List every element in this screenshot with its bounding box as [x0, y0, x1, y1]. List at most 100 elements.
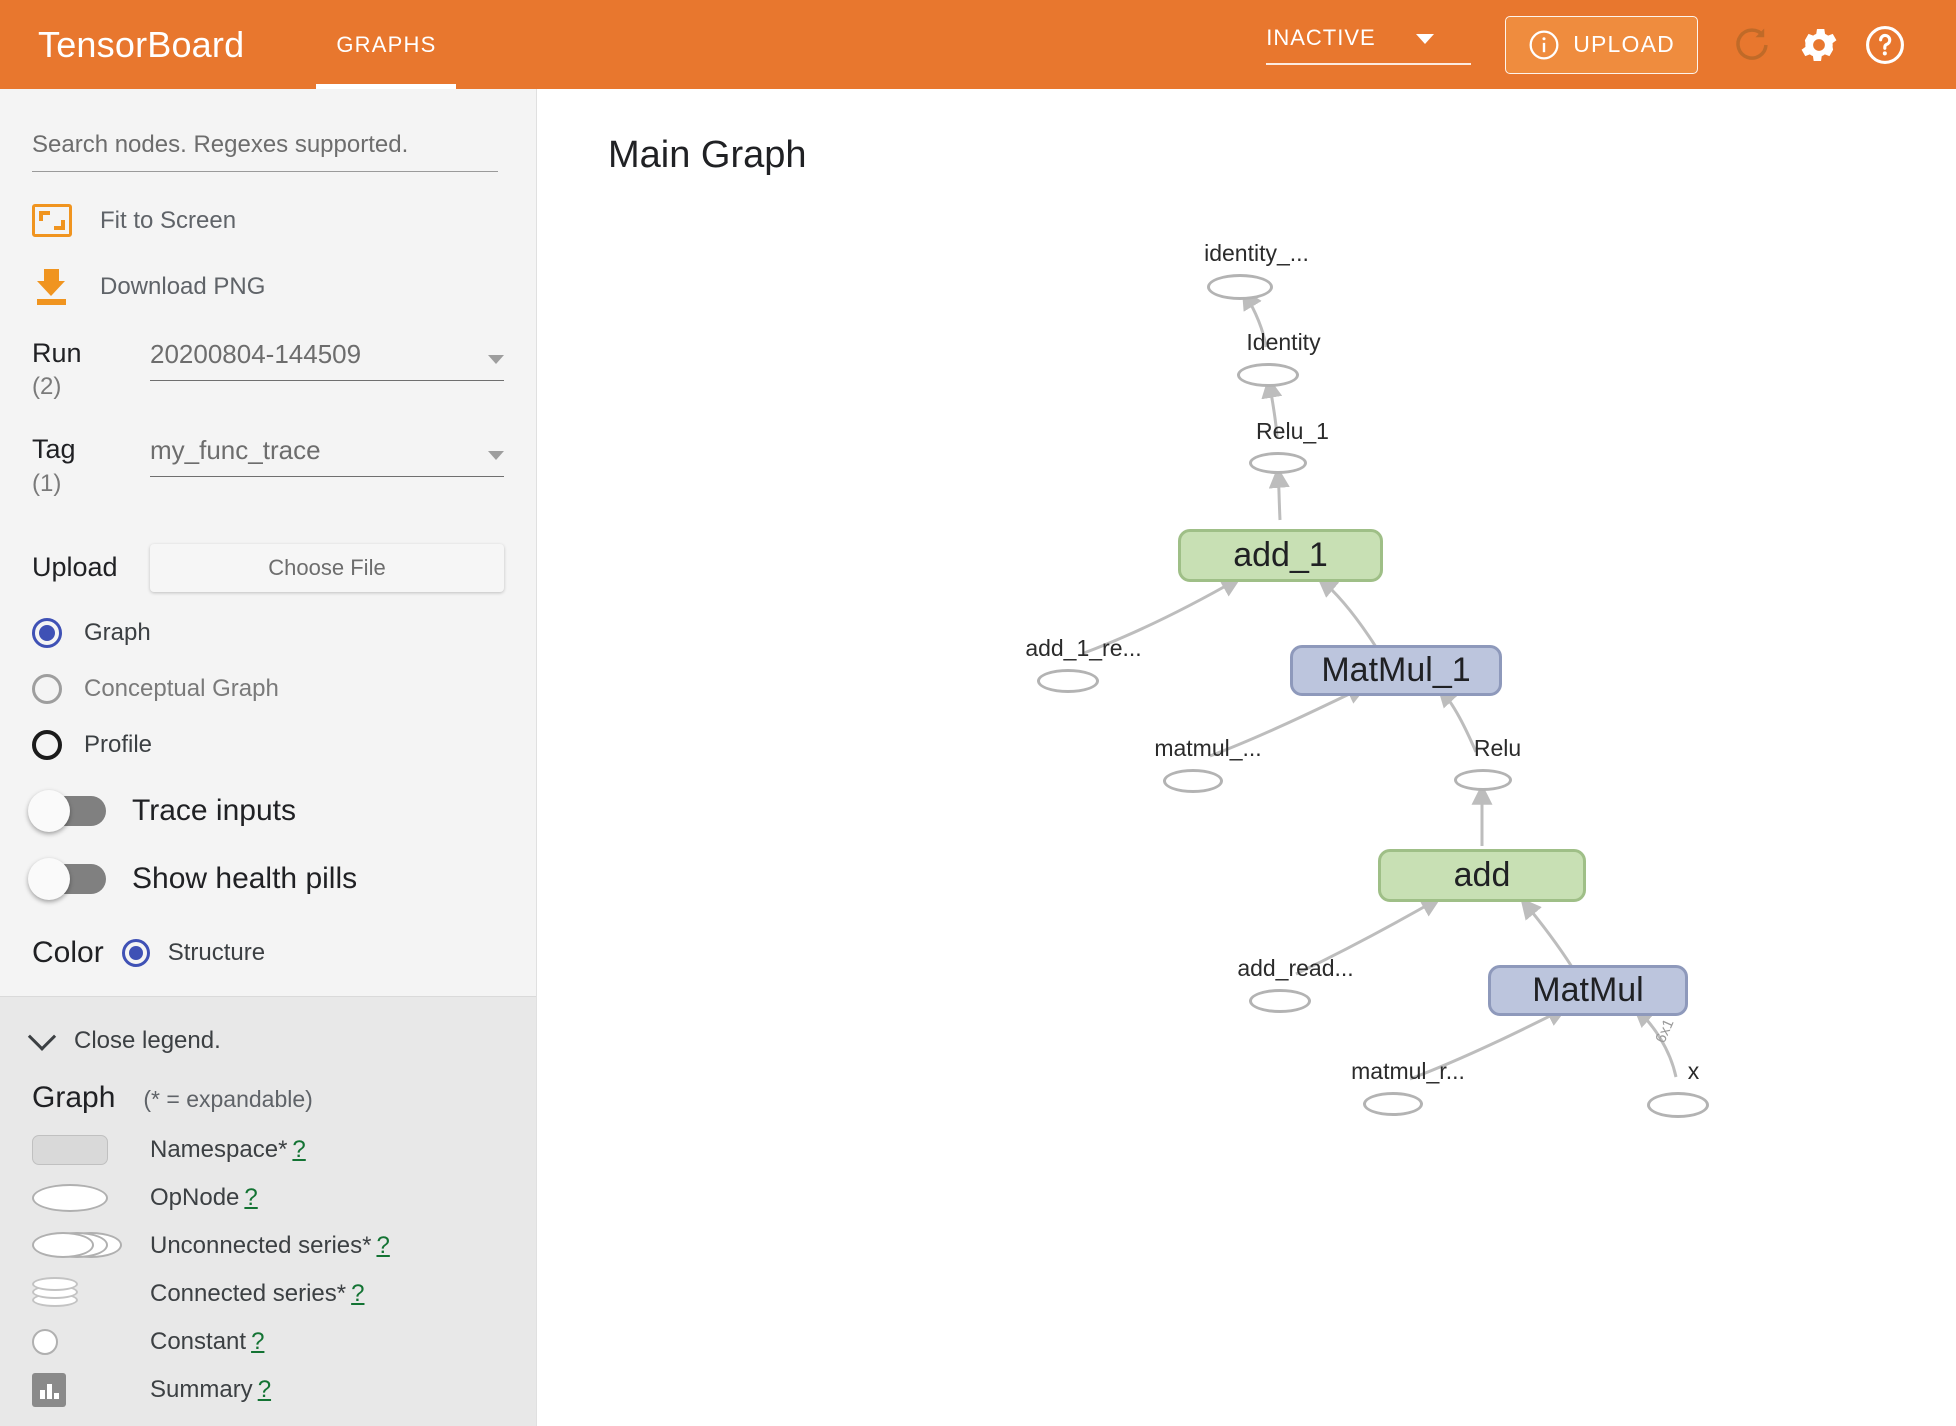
radio-conceptual-graph[interactable]: Conceptual Graph [32, 673, 504, 704]
app-header: TensorBoard GRAPHS INACTIVE UPLOAD [0, 0, 1956, 89]
download-png-button[interactable]: Download PNG [32, 269, 504, 305]
opnode-icon [1363, 1092, 1423, 1116]
graph-node-label: matmul_r... [1351, 1058, 1465, 1084]
radio-structure-indicator[interactable] [121, 938, 150, 967]
sidebar-controls: Fit to Screen Download PNG Run (2) 20200… [0, 89, 536, 996]
gear-icon[interactable] [1786, 12, 1852, 78]
legend-item-summary: Summary? [32, 1371, 504, 1409]
legend-item-constant: Constant? [32, 1323, 504, 1361]
graph-node-relu-1[interactable]: Relu_1 [1249, 418, 1329, 474]
legend-label-unconnected-series: Unconnected series* [150, 1231, 372, 1259]
graph-canvas-panel: Main Graph 6x1 [538, 89, 1956, 1426]
download-png-label: Download PNG [100, 273, 266, 300]
edge-addread-to-add [1295, 896, 1442, 976]
close-legend-button[interactable]: Close legend. [27, 1022, 504, 1055]
upload-field: Upload Choose File [32, 543, 504, 592]
legend-item-namespace: Namespace*? [32, 1131, 504, 1169]
run-selected-value: 20200804-144509 [150, 339, 362, 369]
graph-node-add-read[interactable]: add_read... [1237, 955, 1354, 1013]
graph-node-add[interactable]: add [1378, 849, 1586, 902]
run-label-group: Run (2) [32, 339, 150, 401]
graph-node-matmul-read-1[interactable]: matmul_... [1154, 735, 1262, 793]
opnode-icon [1037, 669, 1099, 693]
help-link-namespace[interactable]: ? [292, 1135, 306, 1163]
legend-heading: Graph [32, 1080, 116, 1114]
help-link-unconnected-series[interactable]: ? [376, 1231, 390, 1259]
run-label: Run [32, 338, 82, 368]
toggle-trace-inputs[interactable]: Trace inputs [28, 789, 504, 832]
radio-graph-indicator [32, 617, 62, 648]
graph-node-matmul-read[interactable]: matmul_r... [1351, 1058, 1465, 1116]
tab-graphs[interactable]: GRAPHS [316, 0, 457, 89]
upload-label: Upload [32, 552, 118, 583]
search-wrap [32, 89, 504, 172]
edge-matmul1-to-add1 [1316, 576, 1378, 648]
toggle-trace-inputs-label: Trace inputs [132, 793, 296, 827]
graph-node-label: add_1_re... [1025, 635, 1142, 661]
unconnected-series-icon [32, 1231, 150, 1261]
radio-profile-label: Profile [84, 730, 153, 758]
help-link-constant[interactable]: ? [251, 1327, 265, 1355]
upload-button[interactable]: UPLOAD [1505, 15, 1698, 74]
legend-heading-row: Graph (* = expandable) [32, 1081, 504, 1115]
fit-to-screen-label: Fit to Screen [100, 206, 237, 234]
graph-node-identity-out[interactable]: identity_... [1204, 240, 1309, 300]
graph-node-add-1-read[interactable]: add_1_re... [1025, 635, 1142, 693]
help-link-opnode[interactable]: ? [244, 1183, 258, 1211]
header-right-controls: INACTIVE UPLOAD [1266, 12, 1956, 78]
graph-node-relu[interactable]: Relu [1454, 735, 1521, 791]
opnode-icon [1647, 1092, 1709, 1118]
search-input[interactable] [32, 131, 498, 172]
graph-node-label: Identity [1246, 329, 1321, 355]
graph-node-label: identity_... [1204, 240, 1309, 266]
opnode-icon [32, 1183, 150, 1212]
summary-icon [32, 1372, 150, 1407]
tag-label-group: Tag (1) [32, 435, 150, 497]
edge-add1read-to-add1 [1083, 576, 1242, 655]
radio-graph-label: Graph [84, 618, 151, 646]
graph-node-label: Relu [1473, 735, 1522, 761]
tag-count: (1) [32, 469, 62, 497]
legend-label-constant: Constant [150, 1327, 247, 1355]
page-title: Main Graph [608, 134, 807, 176]
legend-item-connected-series: Connected series*? [32, 1275, 504, 1313]
opnode-icon [1207, 274, 1273, 300]
app-brand: TensorBoard [38, 23, 245, 65]
legend-expandable-note: (* = expandable) [143, 1085, 313, 1112]
chevron-down-icon [1415, 33, 1434, 44]
tag-select[interactable]: my_func_trace [150, 435, 504, 478]
choose-file-button[interactable]: Choose File [150, 543, 504, 592]
sidebar: Fit to Screen Download PNG Run (2) 20200… [0, 89, 537, 1426]
nav-tabs: GRAPHS [316, 0, 457, 89]
legend-label-namespace: Namespace* [150, 1135, 288, 1163]
help-link-summary[interactable]: ? [257, 1375, 272, 1403]
legend-label-connected-series: Connected series* [150, 1279, 347, 1307]
toggle-show-health-pills[interactable]: Show health pills [28, 857, 504, 900]
graph-node-matmul-1[interactable]: MatMul_1 [1290, 645, 1502, 696]
graph-node-label: MatMul [1532, 971, 1644, 1009]
run-status-dropdown[interactable]: INACTIVE [1266, 25, 1472, 65]
chevron-down-icon [488, 355, 504, 364]
legend-item-unconnected-series: Unconnected series*? [32, 1227, 504, 1265]
radio-profile[interactable]: Profile [32, 729, 504, 760]
constant-icon [32, 1328, 150, 1355]
run-select[interactable]: 20200804-144509 [150, 339, 504, 381]
chevron-down-icon [27, 1022, 57, 1051]
help-link-connected-series[interactable]: ? [351, 1279, 365, 1307]
run-count: (2) [32, 373, 62, 401]
graph-node-label: Relu_1 [1256, 418, 1329, 444]
legend-label-summary: Summary [150, 1375, 253, 1403]
tag-field: Tag (1) my_func_trace [32, 435, 504, 497]
refresh-icon[interactable] [1720, 12, 1786, 78]
graph-node-identity[interactable]: Identity [1237, 329, 1321, 387]
tab-graphs-label: GRAPHS [336, 31, 437, 57]
graph-node-add-1[interactable]: add_1 [1178, 529, 1383, 582]
opnode-icon [1249, 452, 1307, 474]
graph-node-matmul[interactable]: MatMul [1488, 965, 1688, 1016]
graph-node-x[interactable]: x [1647, 1058, 1709, 1118]
graph-node-label: MatMul_1 [1321, 651, 1471, 689]
fit-to-screen-button[interactable]: Fit to Screen [32, 204, 504, 237]
radio-graph[interactable]: Graph [32, 617, 504, 648]
toggle-show-health-pills-label: Show health pills [132, 861, 358, 895]
help-icon[interactable] [1852, 12, 1918, 78]
